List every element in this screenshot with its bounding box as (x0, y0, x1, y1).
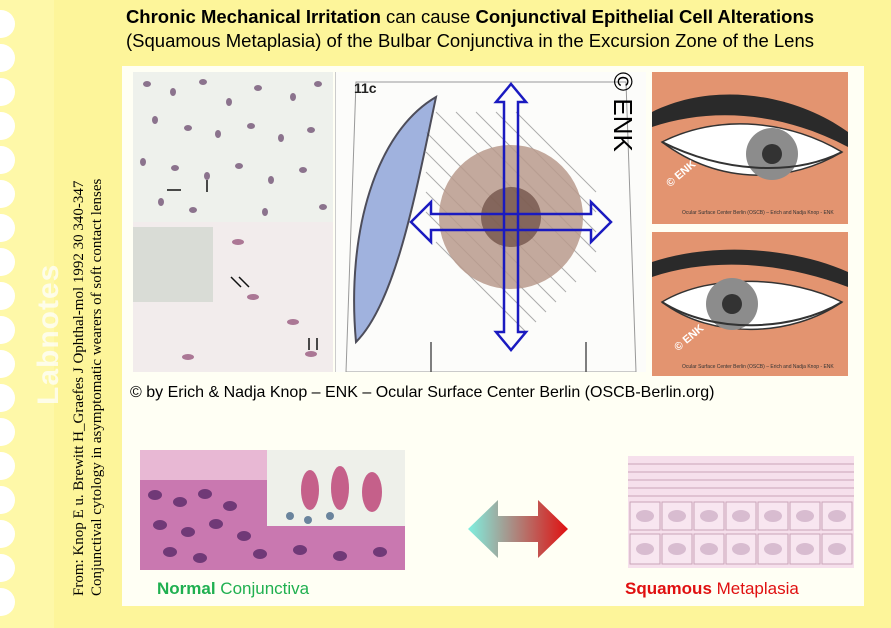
binder-hole (0, 316, 15, 344)
lens-excursion-diagram (335, 72, 646, 372)
title-line-2: (Squamous Metaplasia) of the Bulbar Conj… (126, 30, 814, 51)
eye-bottom-caption: Ocular Surface Center Berlin (OSCB) – Er… (682, 364, 834, 370)
diagram-copyright: © ENK (608, 72, 638, 152)
copyright-line: © by Erich & Nadja Knop – ENK – Ocular S… (130, 384, 715, 401)
brand-watermark: Labnotes (32, 263, 65, 405)
slide-title: Chronic Mechanical Irritation can cause … (70, 5, 870, 53)
squamous-caption-rest: Metaplasia (711, 579, 799, 598)
eye-bottom-image (652, 232, 848, 376)
diagram-copyright-box: © ENK (608, 72, 638, 202)
normal-histology (140, 450, 405, 570)
binder-hole (0, 350, 15, 378)
binder-hole (0, 418, 15, 446)
double-arrow-icon (468, 500, 568, 558)
lens-diagram-image (336, 72, 646, 372)
diagram-label: 11c (354, 80, 377, 96)
title-bold-2: Conjunctival Epithelial Cell Alterations (475, 6, 815, 27)
title-bold-1: Chronic Mechanical Irritation (125, 6, 381, 27)
cytology-image (133, 72, 333, 372)
binder-hole (0, 554, 15, 582)
binder-hole (0, 180, 15, 208)
title-line-1: Chronic Mechanical Irritation can cause … (70, 5, 870, 29)
binder-hole (0, 282, 15, 310)
title-plain: can cause (380, 6, 476, 27)
eye-illustration-top: © ENK Ocular Surface Center Berlin (OSCB… (652, 72, 848, 224)
metaplasia-illustration (628, 456, 854, 568)
citation: From: Knop E u. Brewitt H_Graefes J Opht… (70, 51, 106, 596)
eye-illustration-bottom: © ENK Ocular Surface Center Berlin (OSCB… (652, 232, 848, 376)
binder-hole (0, 146, 15, 174)
binder-hole (0, 452, 15, 480)
binder-hole (0, 78, 15, 106)
binder-hole (0, 214, 15, 242)
compare-arrow (466, 498, 570, 560)
squamous-caption: Squamous Metaplasia (625, 579, 799, 599)
eye-top-image (652, 72, 848, 224)
citation-line-2: Conjunctival cytology in asymptomatic we… (89, 178, 105, 596)
binder-hole (0, 384, 15, 412)
metaplasia-image (628, 456, 854, 568)
eye-top-caption: Ocular Surface Center Berlin (OSCB) – Er… (682, 210, 834, 216)
binder-hole (0, 520, 15, 548)
binder-hole (0, 10, 15, 38)
binder-strip (0, 0, 54, 628)
binder-hole (0, 486, 15, 514)
cytology-micrograph (133, 72, 333, 372)
normal-caption-bold: Normal (157, 579, 216, 598)
normal-caption-rest: Conjunctiva (215, 579, 310, 598)
binder-hole (0, 112, 15, 140)
normal-histology-image (140, 450, 405, 570)
binder-hole (0, 44, 15, 72)
binder-hole (0, 248, 15, 276)
squamous-caption-bold: Squamous (625, 579, 712, 598)
normal-caption: Normal Conjunctiva (157, 579, 309, 599)
citation-line-1: From: Knop E u. Brewitt H_Graefes J Opht… (71, 180, 87, 596)
binder-hole (0, 588, 15, 616)
